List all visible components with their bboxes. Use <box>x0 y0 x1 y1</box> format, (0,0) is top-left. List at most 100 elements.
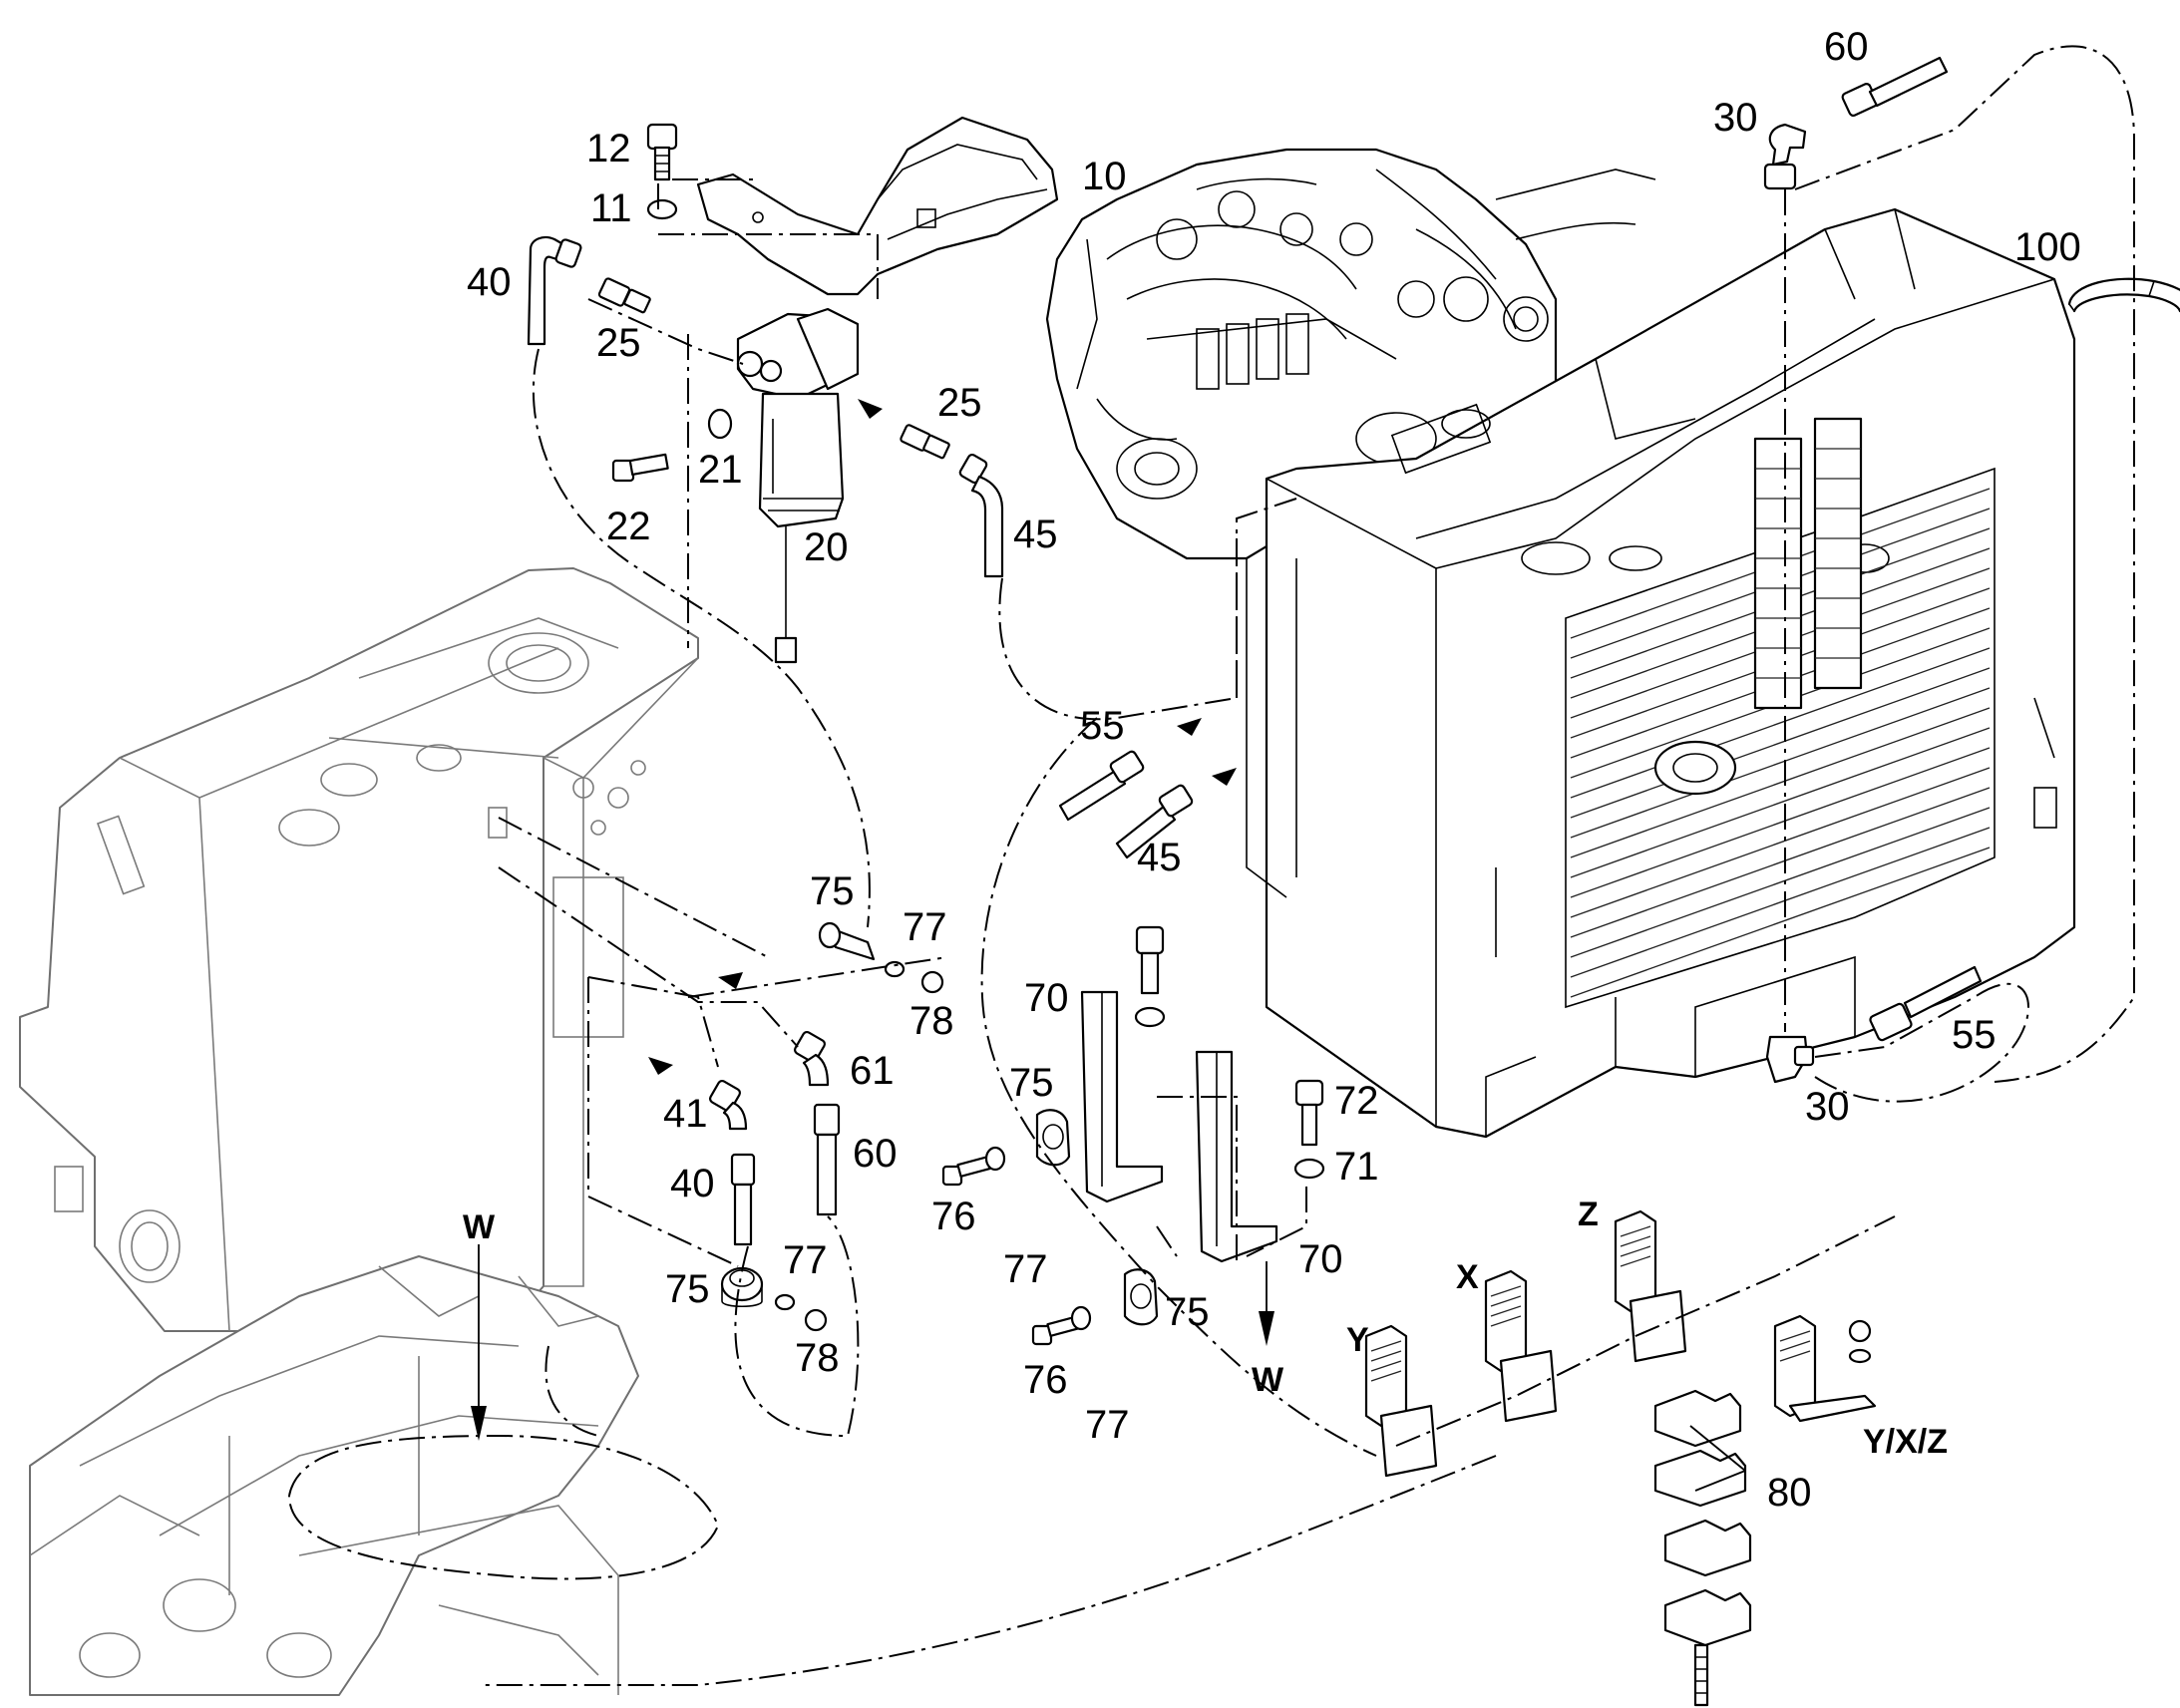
fitting-25-right <box>900 424 950 460</box>
callout-60-lower: 60 <box>853 1132 898 1176</box>
callout-25-upper: 25 <box>596 321 641 365</box>
hose-45-upper <box>958 453 1004 578</box>
callout-76-b: 76 <box>1023 1358 1068 1402</box>
flow-arrow-3 <box>1212 768 1237 786</box>
flow-arrow-5 <box>648 1057 673 1075</box>
view-arrow-w-left <box>471 1244 487 1441</box>
washer-11 <box>646 198 678 220</box>
hose-55-upper <box>1058 750 1145 822</box>
bracket-70-b <box>1195 1050 1278 1263</box>
view-labels: W W Y X Z Y/X/Z <box>463 1196 1948 1461</box>
callout-21: 21 <box>698 448 743 492</box>
fitting-25-upper <box>597 277 651 314</box>
clamp-yxz-detail <box>1773 1314 1877 1423</box>
view-arrow-w-right <box>1259 1261 1274 1346</box>
clamp-100 <box>2067 277 2180 313</box>
grommet-75-c <box>1035 1109 1071 1167</box>
nut-78-a <box>920 970 944 994</box>
machine-frame <box>29 1255 639 1696</box>
nut-78-b <box>804 1308 828 1332</box>
flow-arrow-4 <box>718 972 743 989</box>
callout-75-a: 75 <box>810 869 855 913</box>
bolt-72 <box>1294 1079 1324 1147</box>
hose-60-lower <box>813 1103 841 1216</box>
flow-arrow-2 <box>1177 718 1202 736</box>
callout-45-middle: 45 <box>1137 836 1182 879</box>
callout-22: 22 <box>606 505 651 548</box>
callout-12: 12 <box>586 127 631 171</box>
callout-30-lower: 30 <box>1805 1085 1850 1129</box>
stud-upper <box>1134 925 1166 1028</box>
callout-80: 80 <box>1767 1471 1812 1515</box>
hose-55-lower <box>1869 965 1983 1042</box>
callout-61: 61 <box>850 1049 895 1093</box>
callout-78-a: 78 <box>909 999 954 1043</box>
callout-10: 10 <box>1082 155 1127 198</box>
elbow-30-upper <box>1763 123 1807 190</box>
callout-70-upper: 70 <box>1024 976 1069 1020</box>
view-label-y: Y <box>1346 1321 1369 1359</box>
bracket-70-a <box>1080 990 1164 1203</box>
callout-75-d: 75 <box>1165 1290 1210 1334</box>
routing-lines <box>288 45 2135 1686</box>
clamp-y <box>1364 1324 1438 1478</box>
clamp-halves-80 <box>1653 1389 1752 1707</box>
washer-77-d <box>1070 1305 1092 1331</box>
callout-77-d: 77 <box>1085 1403 1130 1447</box>
washer-77-c <box>984 1146 1006 1172</box>
hose-60-upper <box>1841 56 1949 117</box>
callout-76-a: 76 <box>931 1195 976 1238</box>
washer-71 <box>1293 1158 1325 1180</box>
view-label-x: X <box>1456 1258 1479 1296</box>
callout-77-b: 77 <box>783 1238 828 1282</box>
view-label-w-right: W <box>1252 1361 1284 1399</box>
callout-25-right: 25 <box>937 381 982 425</box>
hose-45-middle <box>1115 784 1194 859</box>
callout-labels: 10 11 12 20 21 22 25 25 30 30 40 40 41 4… <box>467 25 2081 1515</box>
view-label-z: Z <box>1578 1196 1599 1233</box>
callout-78-b: 78 <box>795 1336 840 1380</box>
callout-71: 71 <box>1334 1145 1379 1189</box>
flow-arrow-1 <box>858 399 883 419</box>
washer-21 <box>707 408 733 440</box>
elbow-61 <box>793 1030 830 1087</box>
callout-77-a: 77 <box>903 905 947 949</box>
callout-11: 11 <box>590 186 632 230</box>
hose-40-lower <box>730 1153 756 1246</box>
view-label-w-left: W <box>463 1208 496 1246</box>
callout-40-upper: 40 <box>467 260 512 304</box>
callout-leaders <box>1689 1425 1746 1492</box>
washer-77-a <box>884 960 906 978</box>
callout-70-lower: 70 <box>1298 1237 1343 1281</box>
grommet-75-d <box>1123 1268 1159 1326</box>
clamp-z <box>1614 1209 1687 1363</box>
clamp-x <box>1484 1269 1558 1423</box>
callout-20: 20 <box>804 525 849 569</box>
radiator-housing <box>1246 207 2076 1139</box>
bolt-12 <box>646 123 678 181</box>
elbow-30-lower <box>1765 1035 1815 1084</box>
washer-77-b <box>774 1293 796 1311</box>
callout-55-lower: 55 <box>1952 1013 1997 1057</box>
bolt-76-a <box>941 1156 991 1187</box>
view-label-yxz: Y/X/Z <box>1863 1423 1948 1461</box>
grommet-75-a <box>818 921 876 961</box>
bolt-22 <box>611 453 669 483</box>
callout-75-c: 75 <box>1009 1061 1054 1105</box>
callout-30-upper: 30 <box>1713 96 1758 140</box>
flow-arrows <box>648 399 1237 1075</box>
hose-40-upper <box>527 235 582 346</box>
fuel-filter <box>736 307 860 664</box>
callout-55-upper: 55 <box>1080 704 1125 748</box>
callout-100: 100 <box>2014 225 2081 269</box>
callout-60-upper: 60 <box>1824 25 1869 69</box>
callout-40-lower: 40 <box>670 1162 715 1205</box>
callout-72: 72 <box>1334 1079 1379 1123</box>
callout-75-b: 75 <box>665 1267 710 1311</box>
callout-41: 41 <box>663 1092 708 1136</box>
elbow-41 <box>708 1079 748 1131</box>
grommet-75-b <box>720 1266 764 1308</box>
callout-77-c: 77 <box>1003 1247 1048 1291</box>
callout-45-upper: 45 <box>1013 512 1058 556</box>
